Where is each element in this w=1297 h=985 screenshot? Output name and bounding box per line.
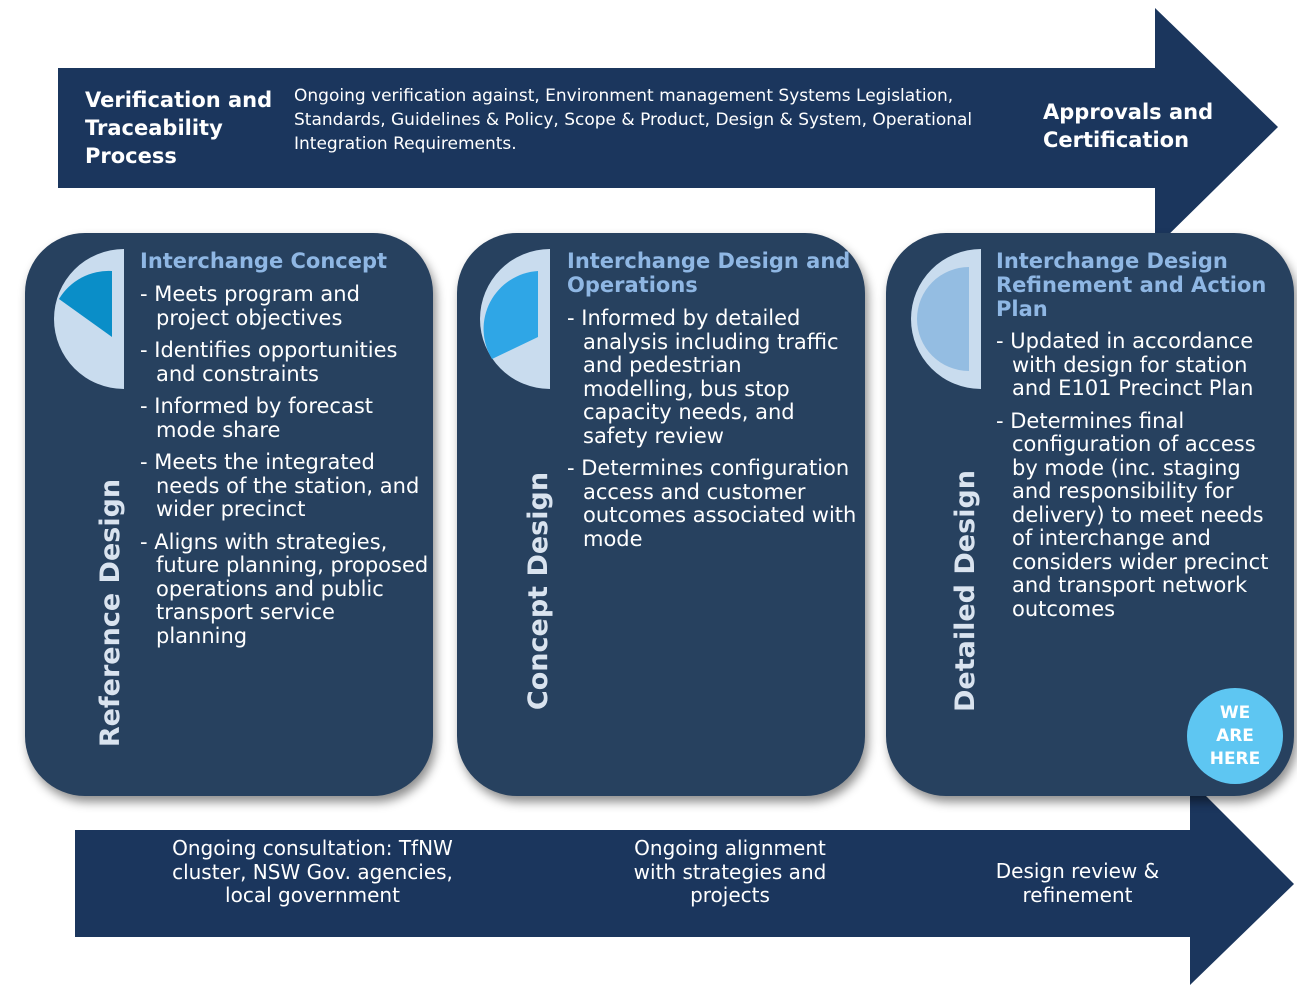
concept-design-card: Concept Design Interchange Design and Op… [457, 233, 865, 796]
design-review-label: Design review & refinement [995, 859, 1160, 907]
card-bullet-list: Meets program and project objectives Ide… [140, 282, 430, 657]
stage-label: Reference Design [95, 478, 126, 748]
progress-pie-icon [480, 249, 550, 389]
progress-pie-icon [54, 249, 124, 389]
card-bullet-list: Updated in accordance with design for st… [996, 329, 1286, 630]
reference-design-card: Reference Design Interchange Concept Mee… [25, 233, 433, 796]
list-item: Determines final configuration of access… [996, 409, 1286, 622]
list-item: Informed by detailed analysis including … [567, 306, 857, 448]
stage-label: Detailed Design [950, 470, 981, 712]
verification-description: Ongoing verification against, Environmen… [294, 86, 973, 154]
list-item: Informed by forecast mode share [140, 394, 430, 442]
list-item: Meets the integrated needs of the statio… [140, 450, 430, 522]
approvals-certification-label: Approvals and Certification [1043, 100, 1214, 152]
stage-label: Concept Design [523, 471, 554, 711]
alignment-label: Ongoing alignment with strategies and pr… [633, 836, 827, 907]
list-item: Aligns with strategies, future planning,… [140, 530, 430, 649]
list-item: Updated in accordance with design for st… [996, 329, 1286, 401]
badge-label: WE ARE HERE [1209, 702, 1261, 769]
card-bullet-list: Informed by detailed analysis including … [567, 306, 857, 560]
we-are-here-badge: WE ARE HERE [1187, 688, 1283, 784]
list-item: Identifies opportunities and constraints [140, 338, 430, 386]
card-title: Interchange Design Refinement and Action… [996, 249, 1267, 321]
progress-pie-icon [911, 249, 981, 389]
card-title: Interchange Design and Operations [567, 249, 851, 297]
list-item: Meets program and project objectives [140, 282, 430, 330]
verification-process-label: Verification and Traceability Process [85, 88, 273, 168]
list-item: Determines configuration access and cust… [567, 456, 857, 551]
top-process-arrow [58, 8, 1278, 248]
bottom-process-arrow [75, 780, 1294, 985]
consultation-label: Ongoing consultation: TfNW cluster, NSW … [172, 836, 453, 907]
card-title: Interchange Concept [140, 249, 388, 273]
